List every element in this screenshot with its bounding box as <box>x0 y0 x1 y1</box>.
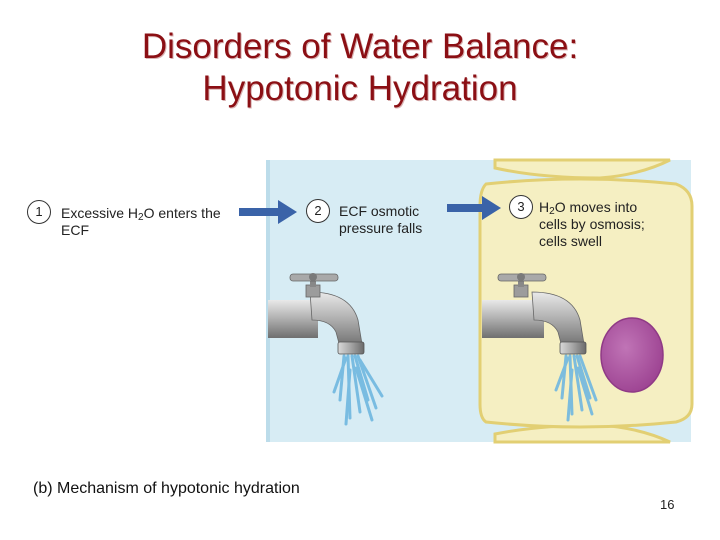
step-1-number: 1 <box>27 200 51 224</box>
step-3-text-a: H <box>539 199 550 215</box>
step-1-line-2: ECF <box>61 222 89 238</box>
step-2-number: 2 <box>306 199 330 223</box>
nucleus-icon <box>600 317 664 393</box>
step-2-text: ECF osmotic pressure falls <box>339 203 449 237</box>
right-arrow-icon <box>239 200 297 224</box>
step-3-text-b: O moves into <box>554 199 638 215</box>
step-1-text-b: O enters the <box>143 205 221 221</box>
step-2-line-1: ECF osmotic <box>339 203 420 219</box>
step-1-text: Excessive H2O enters the ECF <box>61 205 241 239</box>
title-line-2: Hypotonic Hydration <box>202 69 518 108</box>
step-3-line-2: cells by osmosis; <box>539 216 645 232</box>
faucet-icon <box>482 273 587 355</box>
step-3-text: H2O moves into cells by osmosis; cells s… <box>539 199 679 250</box>
step-3-subscript: 2 <box>549 206 555 217</box>
step-1-subscript: 2 <box>138 212 144 223</box>
water-stream-icon <box>554 354 598 422</box>
page-number: 16 <box>660 497 675 512</box>
step-3-line-3: cells swell <box>539 233 603 249</box>
figure-caption: (b) Mechanism of hypotonic hydration <box>33 480 300 497</box>
title-line-1: Disorders of Water Balance: <box>141 27 579 66</box>
step-1-text-a: Excessive H <box>61 205 139 221</box>
step-2-line-2: pressure falls <box>339 220 423 236</box>
right-arrow-icon <box>447 196 501 220</box>
faucet-icon <box>268 273 365 355</box>
step-3-number: 3 <box>509 195 533 219</box>
water-stream-icon <box>332 354 384 426</box>
slide-title: Disorders of Water Balance: Hypotonic Hy… <box>0 26 720 110</box>
